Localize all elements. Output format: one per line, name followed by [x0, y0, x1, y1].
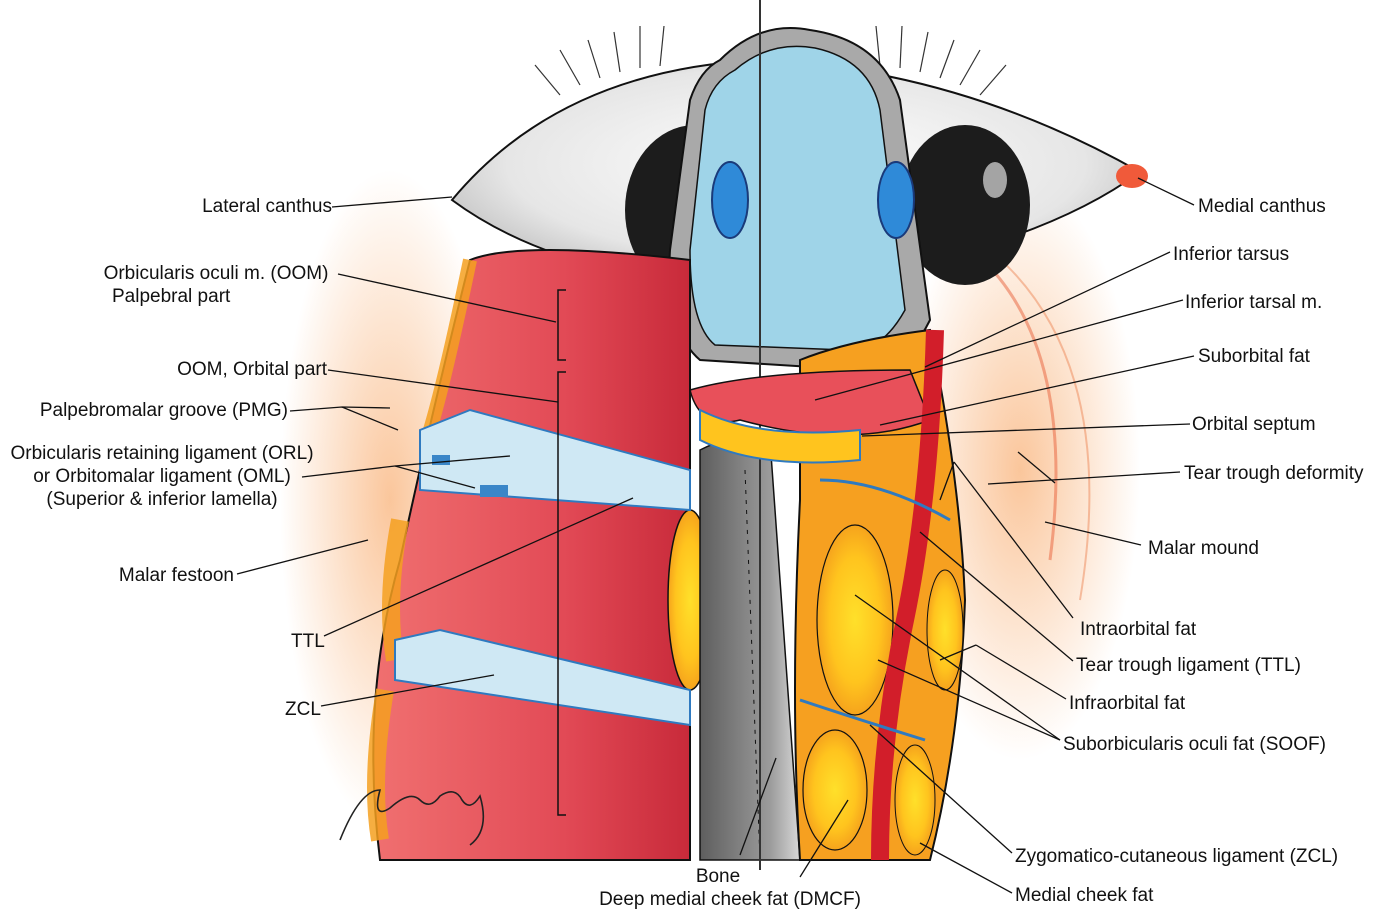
label-intraorbital-fat: Intraorbital fat	[1080, 618, 1196, 641]
label-inferior-tarsus-text: Inferior tarsus	[1173, 244, 1290, 265]
lid-cross-section	[668, 27, 932, 373]
label-zcl-left: ZCL	[285, 698, 321, 721]
label-ttl-left: TTL	[291, 630, 325, 653]
label-oom: Orbicularis oculi m. (OOM) Palpebral par…	[96, 262, 336, 308]
label-suborbital-fat: Suborbital fat	[1198, 345, 1310, 368]
label-suborbital-fat-text: Suborbital fat	[1198, 346, 1310, 367]
eyelashes	[534, 25, 1007, 96]
label-orl-line2: or Orbitomalar ligament (OML)	[33, 466, 291, 487]
label-oom-orbital-text: OOM, Orbital part	[177, 359, 327, 380]
label-malar-mound-text: Malar mound	[1148, 538, 1259, 559]
label-lateral-canthus: Lateral canthus	[202, 195, 332, 218]
label-medial-canthus-text: Medial canthus	[1198, 196, 1326, 217]
label-orl-line3: (Superior & inferior lamella)	[46, 489, 278, 510]
label-lateral-canthus-text: Lateral canthus	[202, 196, 332, 217]
label-inferior-tarsal-m: Inferior tarsal m.	[1185, 291, 1322, 314]
label-medial-canthus: Medial canthus	[1198, 195, 1326, 218]
label-tear-trough-ligament-text: Tear trough ligament (TTL)	[1076, 655, 1301, 676]
label-orl: Orbicularis retaining ligament (ORL) or …	[2, 442, 322, 511]
label-oom-orbital: OOM, Orbital part	[177, 358, 327, 381]
label-oom-line2: Palpebral part	[112, 286, 231, 307]
label-pmg: Palpebromalar groove (PMG)	[40, 399, 288, 422]
label-ttl-left-text: TTL	[291, 631, 325, 652]
bone-column	[699, 435, 801, 861]
label-infraorbital-fat: Infraorbital fat	[1069, 692, 1185, 715]
label-orbital-septum-text: Orbital septum	[1192, 414, 1316, 435]
label-infraorbital-fat-text: Infraorbital fat	[1069, 693, 1186, 714]
label-medial-cheek-fat-text: Medial cheek fat	[1015, 885, 1154, 906]
iris-right	[900, 125, 1030, 285]
zcl-ligament-band	[394, 628, 691, 727]
artist-signature	[339, 789, 485, 846]
label-soof-text: Suborbicularis oculi fat (SOOF)	[1063, 734, 1326, 755]
label-soof: Suborbicularis oculi fat (SOOF)	[1063, 733, 1326, 756]
label-intraorbital-fat-text: Intraorbital fat	[1080, 619, 1197, 640]
label-bone-dmcf: Bone Deep medial cheek fat (DMCF)	[590, 865, 870, 911]
label-inferior-tarsal-m-text: Inferior tarsal m.	[1185, 292, 1323, 313]
label-oom-line1: Orbicularis oculi m. (OOM)	[103, 263, 329, 284]
orbital-bracket	[557, 371, 566, 816]
vessel-red	[871, 329, 944, 861]
medial-cheek-fat-pad	[894, 744, 936, 856]
soof-fat-pad	[816, 524, 894, 716]
label-tear-trough-deformity-text: Tear trough deformity	[1184, 463, 1364, 484]
lens-right	[877, 161, 915, 239]
label-malar-festoon-text: Malar festoon	[118, 565, 234, 586]
label-tear-trough-ligament: Tear trough ligament (TTL)	[1076, 654, 1301, 677]
orl-ligament-band	[419, 408, 691, 512]
label-tear-trough-deformity: Tear trough deformity	[1184, 462, 1364, 485]
label-malar-festoon: Malar festoon	[119, 564, 234, 587]
label-dmcf-text: Deep medial cheek fat (DMCF)	[599, 889, 861, 910]
label-medial-cheek-fat: Medial cheek fat	[1015, 884, 1153, 907]
medial-canthus-caruncle	[1116, 164, 1148, 188]
palpebral-bracket	[557, 289, 566, 361]
septum-lines-right	[799, 478, 951, 742]
label-zcl-right: Zygomatico-cutaneous ligament (ZCL)	[1015, 845, 1338, 868]
label-zcl-left-text: ZCL	[285, 699, 321, 720]
lens-left	[711, 161, 749, 239]
label-bone-text: Bone	[695, 866, 741, 887]
label-inferior-tarsus: Inferior tarsus	[1173, 243, 1289, 266]
label-orl-line1: Orbicularis retaining ligament (ORL)	[10, 443, 314, 464]
label-malar-mound: Malar mound	[1148, 537, 1259, 560]
label-zcl-right-text: Zygomatico-cutaneous ligament (ZCL)	[1015, 846, 1339, 867]
label-pmg-text: Palpebromalar groove (PMG)	[39, 400, 288, 421]
label-orbital-septum: Orbital septum	[1192, 413, 1316, 436]
infraorbital-fat-pad	[926, 569, 964, 691]
dmcf-fat-pad	[802, 729, 868, 851]
leader-lines	[236, 177, 1195, 894]
